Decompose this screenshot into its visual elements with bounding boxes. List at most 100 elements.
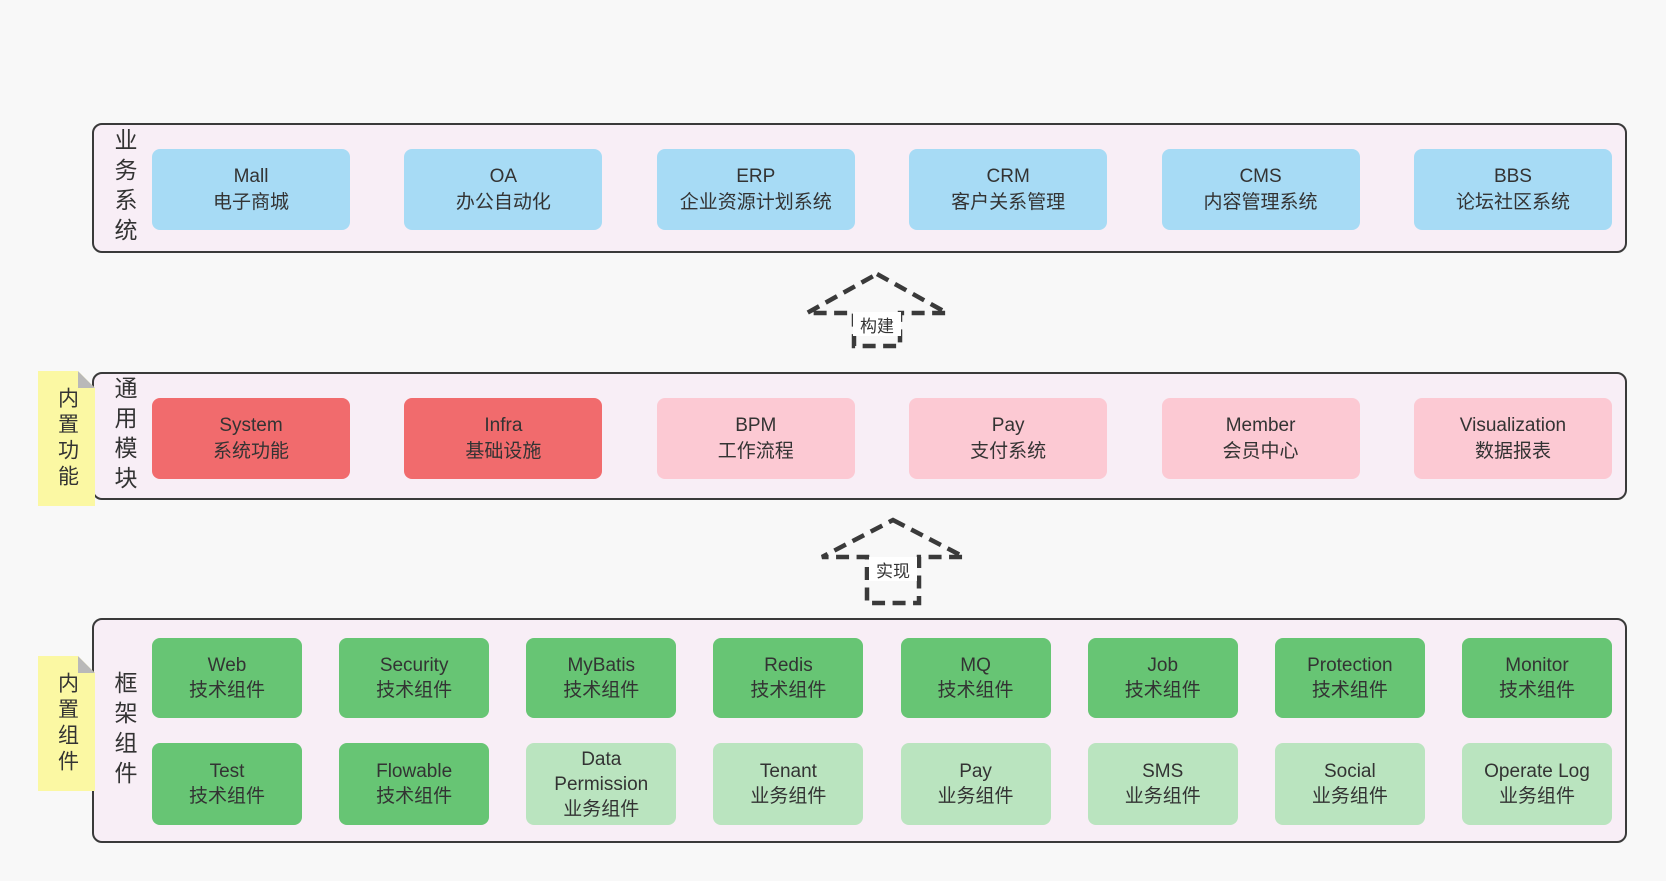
sticky-note-text: 内置功能 <box>55 386 79 491</box>
business-box-oa: OA 办公自动化 <box>404 149 603 230</box>
component-box-web: Web 技术组件 <box>152 638 302 718</box>
box-title: MQ <box>960 655 991 676</box>
box-title: Operate Log <box>1484 761 1590 782</box>
component-box-pay: Pay 业务组件 <box>900 743 1051 825</box>
component-box-test: Test 技术组件 <box>152 743 302 825</box>
box-subtitle: 技术组件 <box>1498 680 1575 701</box>
build-arrow-label: 构建 <box>853 312 901 336</box>
box-title: Infra <box>484 414 523 436</box>
module-box-bpm: BPM 工作流程 <box>656 398 855 479</box>
box-title: CRM <box>986 165 1030 187</box>
box-subtitle: 客户关系管理 <box>951 191 1066 213</box>
box-title: Pay <box>991 414 1025 436</box>
business-box-erp: ERP 企业资源计划系统 <box>656 149 855 230</box>
box-subtitle: 业务组件 <box>1311 786 1388 807</box>
box-subtitle: 基础设施 <box>465 440 542 462</box>
layer-label-modules: 通用模块 <box>111 376 137 496</box>
box-title: Monitor <box>1505 655 1569 676</box>
component-box-mybatis: MyBatis 技术组件 <box>526 638 677 718</box>
box-subtitle: 技术组件 <box>563 680 640 701</box>
box-title: Security <box>379 655 449 676</box>
component-box-security: Security 技术组件 <box>339 638 490 718</box>
box-title: Visualization <box>1459 414 1567 436</box>
module-box-member: Member 会员中心 <box>1161 398 1360 479</box>
box-title: Test <box>209 761 245 782</box>
component-box-redis: Redis 技术组件 <box>713 638 864 718</box>
implement-arrow-label: 实现 <box>869 557 917 581</box>
framework-components-layer: 内置组件 框架组件 Web 技术组件 Security 技术组件 MyBatis… <box>92 618 1627 843</box>
box-title: Web <box>207 655 247 676</box>
box-title: MyBatis <box>567 655 636 676</box>
box-title: BBS <box>1493 165 1532 187</box>
box-title: SMS <box>1142 761 1184 782</box>
component-box-mq: MQ 技术组件 <box>900 638 1051 718</box>
box-title: Flowable <box>376 761 453 782</box>
box-subtitle: 论坛社区系统 <box>1455 191 1570 213</box>
box-subtitle: 技术组件 <box>1124 680 1201 701</box>
box-subtitle: 技术组件 <box>376 786 453 807</box>
modules-box-row: System 系统功能 Infra 基础设施 BPM 工作流程 Pay 支付系统… <box>152 398 1612 479</box>
box-title: Tenant <box>759 761 817 782</box>
box-subtitle: 业务组件 <box>563 798 640 820</box>
layer-label-components: 框架组件 <box>111 670 137 791</box>
business-box-row: Mall 电子商城 OA 办公自动化 ERP 企业资源计划系统 CRM 客户关系… <box>152 149 1612 230</box>
module-box-infra: Infra 基础设施 <box>404 398 603 479</box>
module-box-visualization: Visualization 数据报表 <box>1413 398 1612 479</box>
box-title: ERP <box>736 165 776 187</box>
box-title: OA <box>489 165 518 187</box>
implement-arrow: 实现 <box>810 512 985 607</box>
box-subtitle: 技术组件 <box>188 680 265 701</box>
box-subtitle: 技术组件 <box>376 680 453 701</box>
business-systems-layer: 业务系统 Mall 电子商城 OA 办公自动化 ERP 企业资源计划系统 CRM… <box>92 123 1627 253</box>
business-box-crm: CRM 客户关系管理 <box>909 149 1108 230</box>
box-title: Pay <box>959 761 992 782</box>
module-box-system: System 系统功能 <box>152 398 350 479</box>
box-subtitle: 技术组件 <box>1311 680 1388 701</box>
component-box-data-permission: Data Permission 业务组件 <box>526 743 677 825</box>
component-box-flowable: Flowable 技术组件 <box>339 743 490 825</box>
box-title: Protection <box>1307 655 1393 676</box>
common-modules-layer: 内置功能 通用模块 System 系统功能 Infra 基础设施 BPM 工作流… <box>92 372 1627 500</box>
box-title: Social <box>1323 761 1376 782</box>
component-box-monitor: Monitor 技术组件 <box>1461 638 1612 718</box>
box-subtitle: 内容管理系统 <box>1203 191 1318 213</box>
box-title: Job <box>1147 655 1179 676</box>
box-subtitle: 业务组件 <box>750 786 827 807</box>
sticky-note-builtin-components: 内置组件 <box>38 656 95 791</box>
business-box-bbs: BBS 论坛社区系统 <box>1413 149 1612 230</box>
box-title: BPM <box>735 414 777 436</box>
note-fold-icon <box>78 371 95 388</box>
box-subtitle: 系统功能 <box>212 440 289 462</box>
box-subtitle: 技术组件 <box>937 680 1014 701</box>
box-subtitle: 技术组件 <box>188 786 265 807</box>
box-title: Mall <box>233 165 269 187</box>
box-title: CMS <box>1239 165 1282 187</box>
build-arrow: 构建 <box>795 262 965 354</box>
box-subtitle: 数据报表 <box>1474 440 1551 462</box>
sticky-note-text: 内置组件 <box>55 671 79 776</box>
box-subtitle: 业务组件 <box>937 786 1014 807</box>
module-box-pay: Pay 支付系统 <box>909 398 1108 479</box>
components-box-row-1: Web 技术组件 Security 技术组件 MyBatis 技术组件 Redi… <box>152 638 1612 718</box>
box-subtitle: 支付系统 <box>970 440 1047 462</box>
layer-label-business: 业务系统 <box>111 128 137 248</box>
box-subtitle: 业务组件 <box>1124 786 1201 807</box>
up-arrow-icon <box>820 517 966 606</box>
business-box-cms: CMS 内容管理系统 <box>1161 149 1360 230</box>
component-box-protection: Protection 技术组件 <box>1274 638 1425 718</box>
box-title: Data Permission <box>554 748 649 795</box>
box-title: Redis <box>764 655 813 676</box>
box-subtitle: 电子商城 <box>212 191 289 213</box>
box-subtitle: 会员中心 <box>1222 440 1299 462</box>
component-box-social: Social 业务组件 <box>1274 743 1425 825</box>
box-title: System <box>219 414 283 436</box>
sticky-note-builtin-features: 内置功能 <box>38 371 95 506</box>
box-subtitle: 技术组件 <box>750 680 827 701</box>
box-subtitle: 企业资源计划系统 <box>679 191 832 213</box>
box-title: Member <box>1225 414 1296 436</box>
component-box-operate-log: Operate Log 业务组件 <box>1461 743 1612 825</box>
business-box-mall: Mall 电子商城 <box>152 149 350 230</box>
component-box-sms: SMS 业务组件 <box>1087 743 1238 825</box>
box-subtitle: 办公自动化 <box>455 191 551 213</box>
note-fold-icon <box>78 656 95 673</box>
